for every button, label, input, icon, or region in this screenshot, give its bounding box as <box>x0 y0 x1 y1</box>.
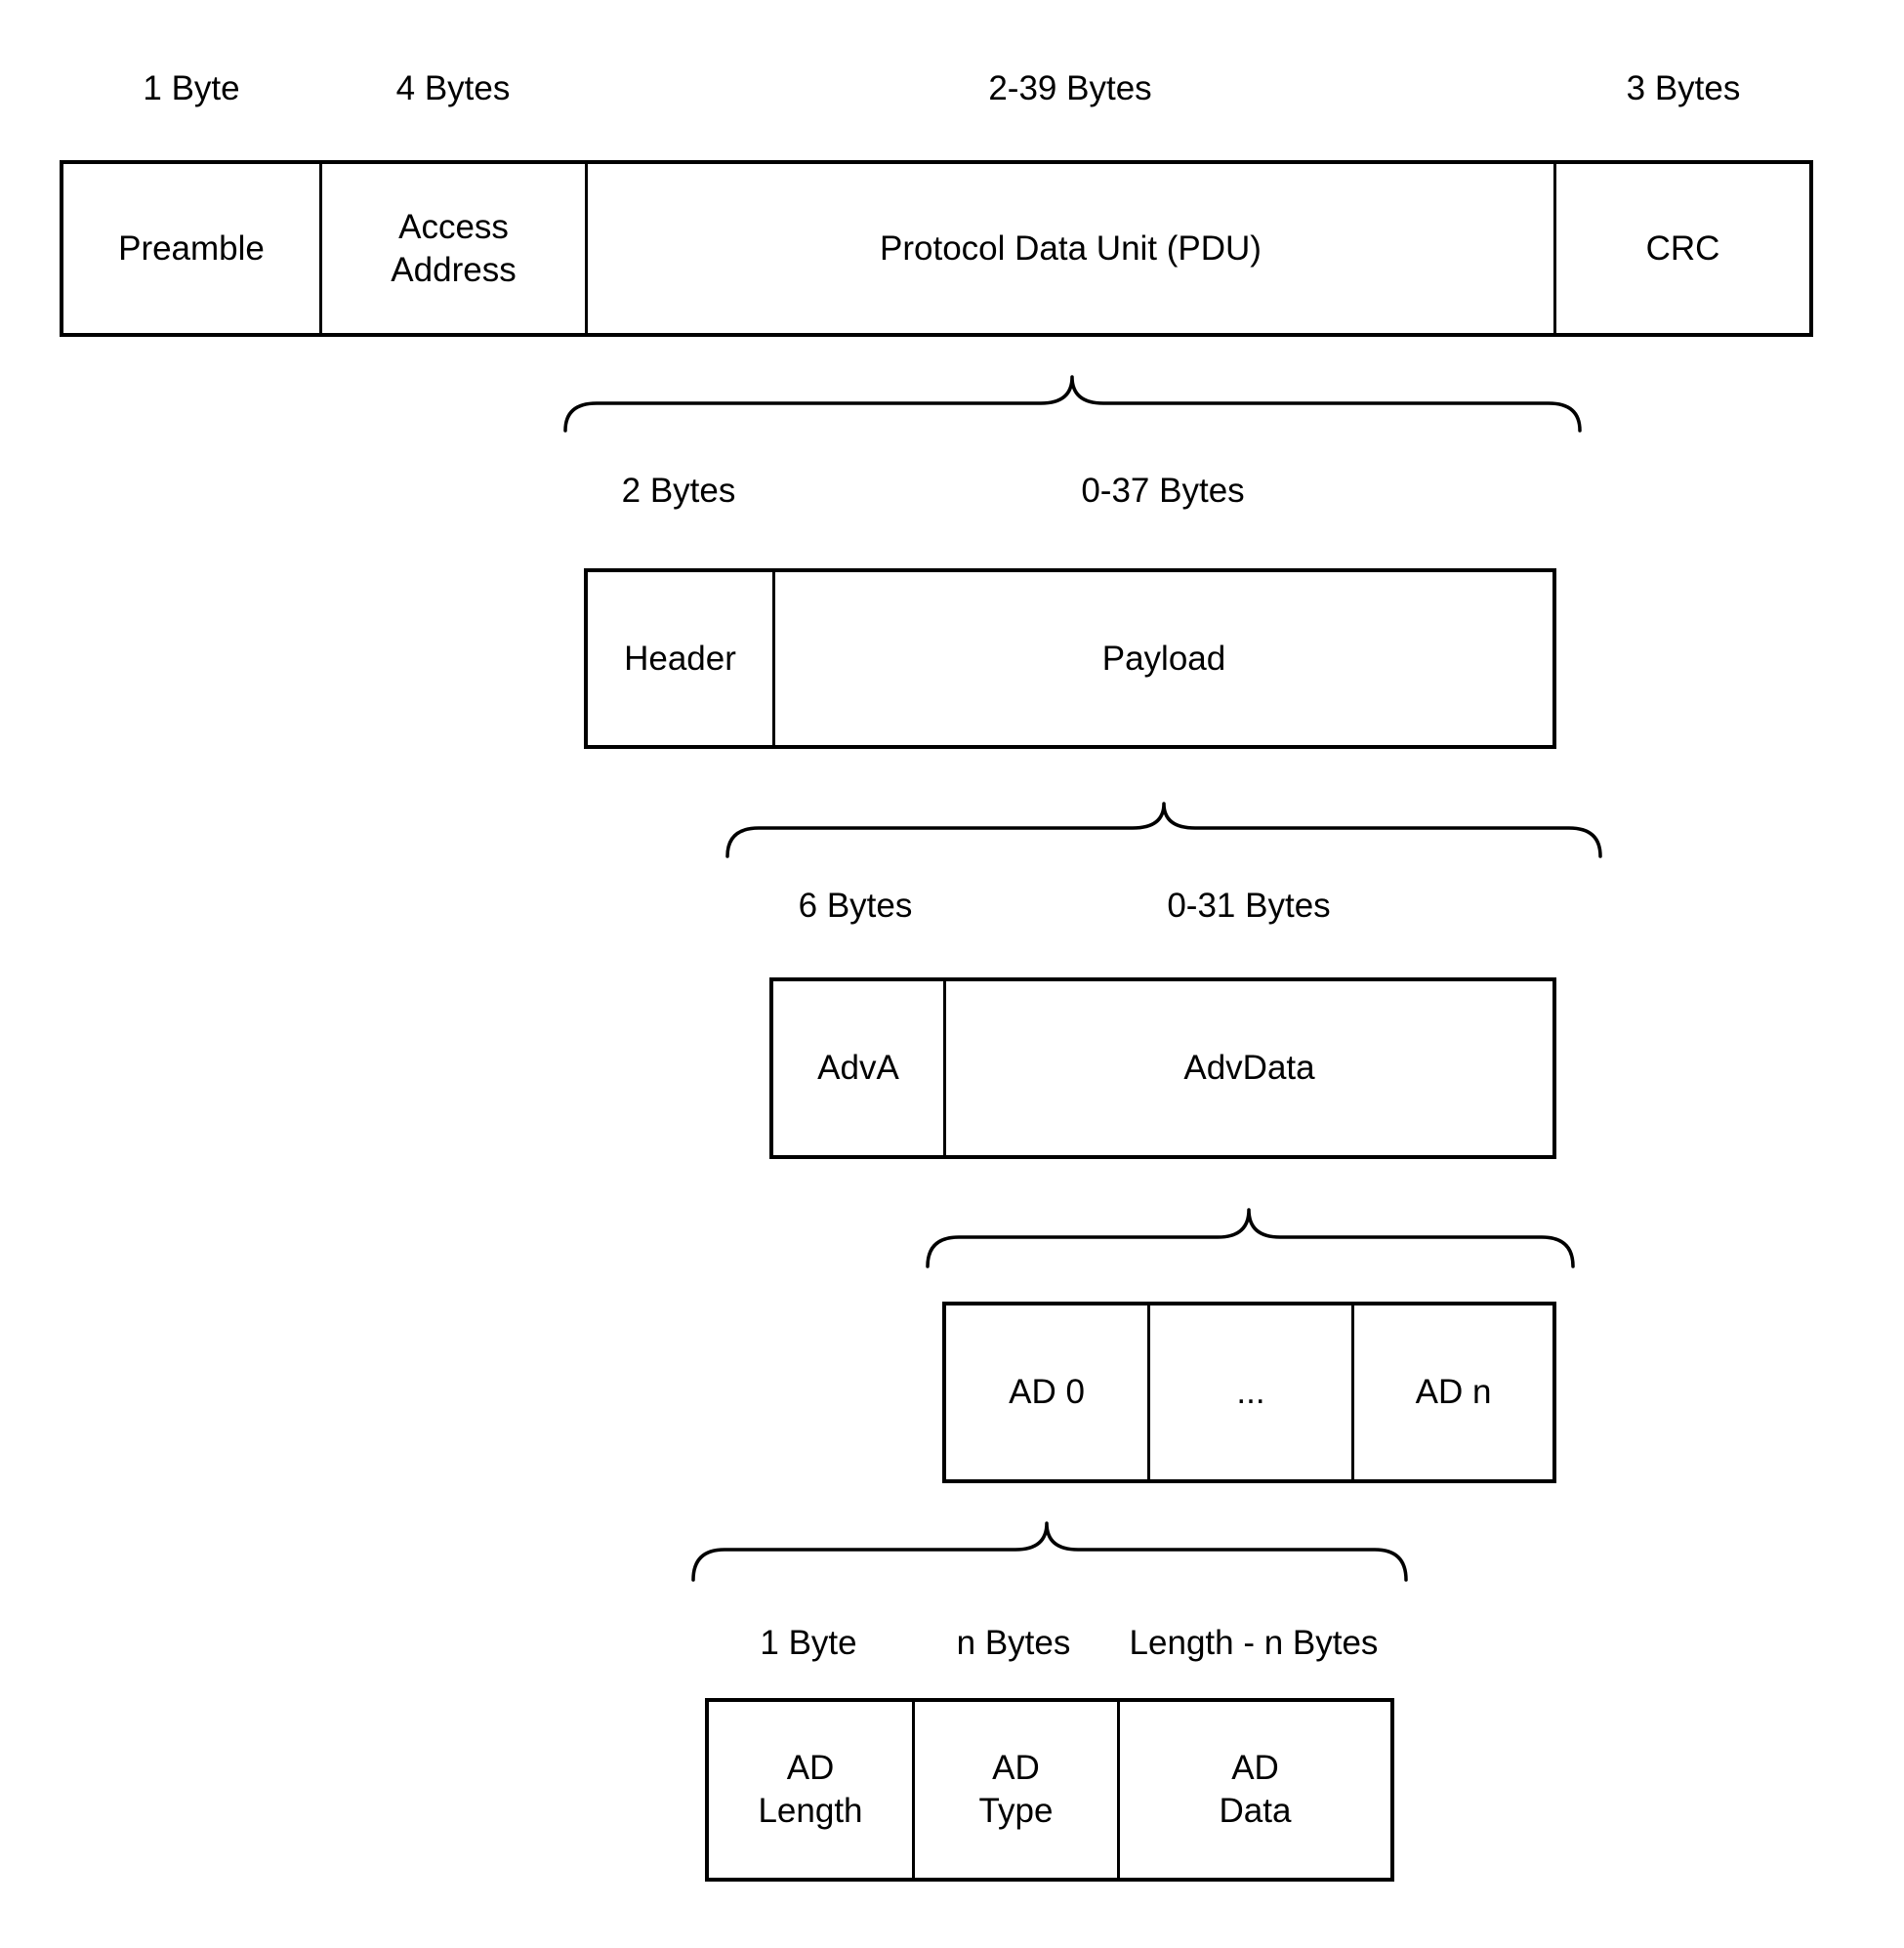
cell-pdu-label: Protocol Data Unit (PDU) <box>880 228 1262 268</box>
packet-row: Preamble Access Address Protocol Data Un… <box>60 160 1813 337</box>
size-label-pdu: 2-39 Bytes <box>988 69 1152 107</box>
cell-ad-type: AD Type <box>915 1702 1120 1878</box>
cell-adn-label: AD n <box>1415 1373 1492 1412</box>
size-label-adva: 6 Bytes <box>798 887 913 925</box>
cell-ad-length-label: AD Length <box>758 1749 863 1830</box>
cell-ad0-label: AD 0 <box>1009 1373 1085 1412</box>
size-label-ad-type: n Bytes <box>956 1624 1071 1662</box>
cell-ad-ellipsis: ... <box>1150 1306 1354 1479</box>
ad-structure-row: AD Length AD Type AD Data <box>705 1698 1394 1882</box>
payload-row: AdvA AdvData <box>769 977 1556 1159</box>
cell-advdata: AdvData <box>946 981 1552 1155</box>
cell-crc: CRC <box>1556 164 1809 333</box>
size-label-ad-length: 1 Byte <box>760 1624 857 1662</box>
cell-access-address-label: Access Address <box>391 207 517 289</box>
size-label-header: 2 Bytes <box>621 472 736 510</box>
cell-adva: AdvA <box>773 981 946 1155</box>
cell-pdu: Protocol Data Unit (PDU) <box>588 164 1556 333</box>
cell-ad-data: AD Data <box>1120 1702 1390 1878</box>
cell-adva-label: AdvA <box>817 1049 899 1088</box>
cell-ad-length: AD Length <box>709 1702 915 1878</box>
size-label-access-address: 4 Bytes <box>395 69 511 107</box>
cell-payload: Payload <box>775 572 1552 745</box>
cell-ad-data-label: AD Data <box>1219 1749 1292 1830</box>
cell-header: Header <box>588 572 775 745</box>
ad-structure-brace <box>691 1521 1408 1582</box>
cell-payload-label: Payload <box>1101 639 1226 678</box>
cell-ad0: AD 0 <box>946 1306 1150 1479</box>
cell-crc-label: CRC <box>1645 228 1720 268</box>
size-label-advdata: 0-31 Bytes <box>1167 887 1331 925</box>
size-label-ad-data: Length - n Bytes <box>1129 1624 1379 1662</box>
pdu-row: Header Payload <box>584 568 1556 749</box>
cell-ad-ellipsis-label: ... <box>1236 1373 1265 1412</box>
payload-brace <box>725 802 1602 858</box>
advdata-row: AD 0 ... AD n <box>942 1302 1556 1483</box>
size-label-payload: 0-37 Bytes <box>1081 472 1245 510</box>
cell-header-label: Header <box>624 639 736 678</box>
cell-access-address: Access Address <box>322 164 588 333</box>
size-label-crc: 3 Bytes <box>1626 69 1741 107</box>
cell-advdata-label: AdvData <box>1183 1049 1315 1088</box>
cell-preamble: Preamble <box>63 164 322 333</box>
size-label-preamble: 1 Byte <box>143 69 240 107</box>
cell-adn: AD n <box>1354 1306 1552 1479</box>
pdu-brace <box>563 375 1582 433</box>
cell-ad-type-label: AD Type <box>978 1749 1054 1830</box>
cell-preamble-label: Preamble <box>118 228 265 268</box>
advdata-brace <box>926 1208 1575 1268</box>
